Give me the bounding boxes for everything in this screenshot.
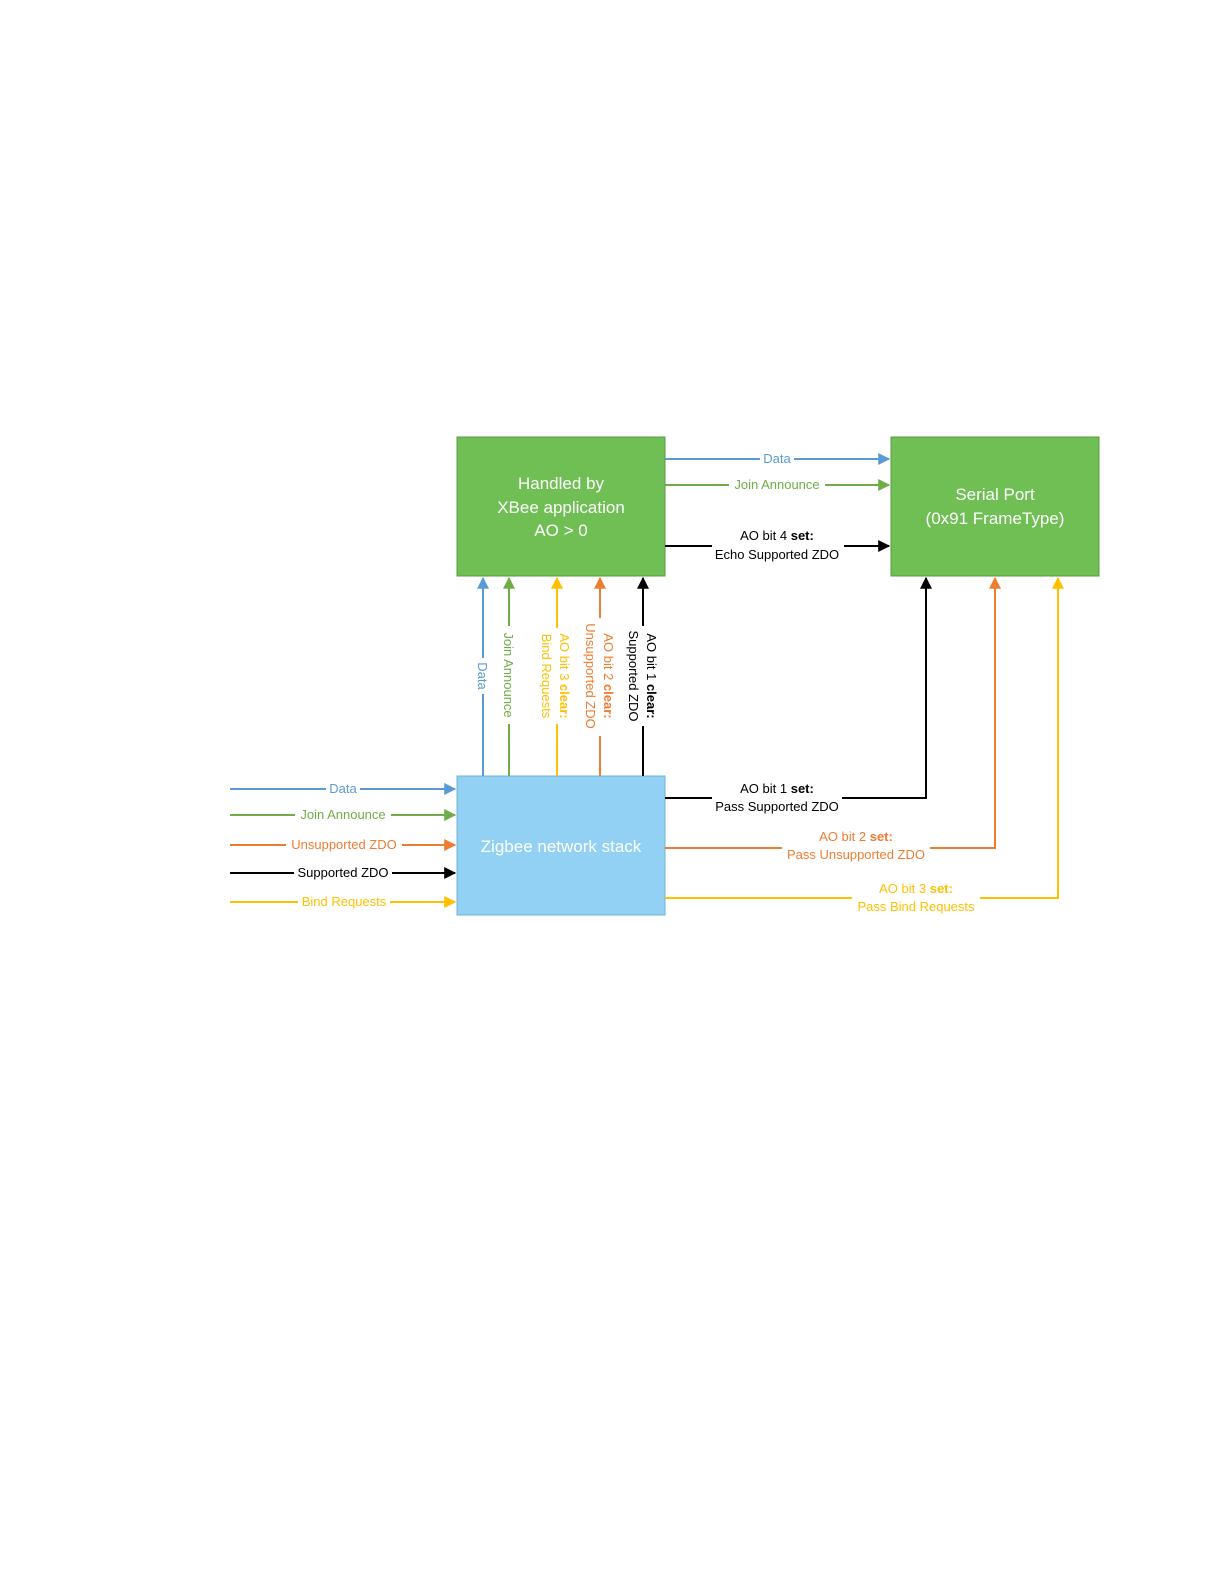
vertical-join-label: Join Announce xyxy=(501,632,516,717)
xbee-box-line2: XBee application xyxy=(497,498,625,517)
top-echo-arrow: AO bit 4 set: Echo Supported ZDO xyxy=(665,526,891,562)
top-join-arrow: Join Announce xyxy=(665,477,891,492)
input-join-arrow: Join Announce xyxy=(230,807,457,822)
input-supported-arrow: Supported ZDO xyxy=(230,865,457,880)
vertical-bind-label-1: AO bit 3 clear: xyxy=(557,633,572,718)
input-supported-label: Supported ZDO xyxy=(297,865,388,880)
vertical-unsupported-arrow: AO bit 2 clear: Unsupported ZDO xyxy=(582,576,618,776)
input-bind-label: Bind Requests xyxy=(302,894,387,909)
pass-unsupported-label-1: AO bit 2 set: xyxy=(819,829,893,844)
pass-bind-arrow: AO bit 3 set: Pass Bind Requests xyxy=(665,576,1064,916)
vertical-unsupported-label-1: AO bit 2 clear: xyxy=(601,633,616,718)
vertical-supported-label-2: Supported ZDO xyxy=(626,630,641,721)
vertical-unsupported-label-2: Unsupported ZDO xyxy=(583,623,598,729)
vertical-join-arrow: Join Announce xyxy=(501,576,517,776)
input-data-label: Data xyxy=(329,781,357,796)
top-echo-label-1: AO bit 4 set: xyxy=(740,528,814,543)
pass-supported-label-1: AO bit 1 set: xyxy=(740,781,814,796)
serial-box-line1: Serial Port xyxy=(955,485,1035,504)
vertical-supported-label-1: AO bit 1 clear: xyxy=(644,633,659,718)
vertical-bind-label-2: Bind Requests xyxy=(539,634,554,719)
pass-bind-label-1: AO bit 3 set: xyxy=(879,881,953,896)
input-bind-arrow: Bind Requests xyxy=(230,894,457,909)
pass-unsupported-arrow: AO bit 2 set: Pass Unsupported ZDO xyxy=(665,576,1001,864)
serial-port-box: Serial Port (0x91 FrameType) xyxy=(890,436,1100,577)
vertical-data-label: Data xyxy=(475,662,490,690)
input-unsupported-arrow: Unsupported ZDO xyxy=(230,837,457,852)
pass-supported-label-2: Pass Supported ZDO xyxy=(715,799,839,814)
input-join-label: Join Announce xyxy=(300,807,385,822)
pass-bind-label-2: Pass Bind Requests xyxy=(857,899,975,914)
xbee-application-box: Handled by XBee application AO > 0 xyxy=(456,436,666,577)
top-data-arrow: Data xyxy=(665,451,891,466)
pass-supported-arrow: AO bit 1 set: Pass Supported ZDO xyxy=(665,576,932,816)
xbee-box-line1: Handled by xyxy=(518,474,605,493)
zigbee-stack-box: Zigbee network stack xyxy=(456,775,666,916)
top-echo-label-2: Echo Supported ZDO xyxy=(715,547,839,562)
top-data-label: Data xyxy=(763,451,791,466)
stack-box-line1: Zigbee network stack xyxy=(481,837,642,856)
input-unsupported-label: Unsupported ZDO xyxy=(291,837,397,852)
xbee-box-line3: AO > 0 xyxy=(534,521,587,540)
top-join-label: Join Announce xyxy=(734,477,819,492)
vertical-data-arrow: Data xyxy=(475,576,491,776)
serial-box-line2: (0x91 FrameType) xyxy=(926,509,1065,528)
vertical-supported-arrow: AO bit 1 clear: Supported ZDO xyxy=(625,576,661,776)
input-data-arrow: Data xyxy=(230,781,457,796)
pass-unsupported-label-2: Pass Unsupported ZDO xyxy=(787,847,925,862)
vertical-bind-arrow: AO bit 3 clear: Bind Requests xyxy=(539,576,575,776)
